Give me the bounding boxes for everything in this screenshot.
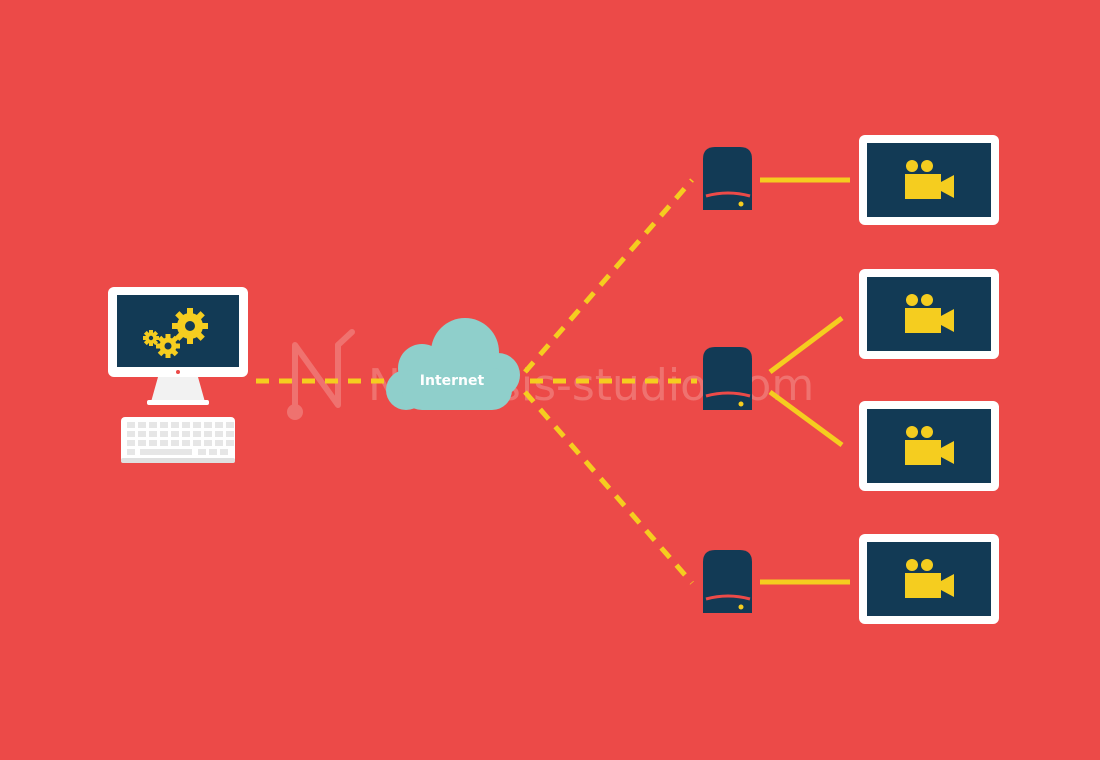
keyboard-key xyxy=(127,440,135,446)
monitor-stand xyxy=(151,377,205,402)
server-icon xyxy=(703,550,752,613)
keyboard-spacebar xyxy=(140,449,192,455)
keyboard-key xyxy=(138,422,146,428)
server-icon xyxy=(703,147,752,210)
keyboard-key xyxy=(198,449,206,455)
keyboard-key xyxy=(204,422,212,428)
cloud-icon: Internet xyxy=(386,318,520,410)
keyboard-key xyxy=(204,440,212,446)
connections xyxy=(256,177,850,585)
keyboard-key xyxy=(127,431,135,437)
keyboard-key xyxy=(149,440,157,446)
keyboard-key xyxy=(138,440,146,446)
gear-icon xyxy=(156,334,180,358)
keyboard-key xyxy=(182,422,190,428)
keyboard-key xyxy=(204,431,212,437)
camera-monitor-4 xyxy=(859,534,999,624)
link-cloud-server-top xyxy=(523,178,694,374)
keyboard-key xyxy=(226,422,234,428)
keyboard-key xyxy=(127,449,135,455)
keyboard-key xyxy=(182,431,190,437)
keyboard-key xyxy=(215,431,223,437)
keyboard-key xyxy=(149,431,157,437)
power-light xyxy=(176,370,180,374)
keyboard-key xyxy=(171,440,179,446)
keyboard-key xyxy=(182,440,190,446)
video-camera-icon xyxy=(905,160,954,199)
keyboard-key xyxy=(220,449,228,455)
keyboard-key xyxy=(193,422,201,428)
keyboard-key xyxy=(171,422,179,428)
keyboard-key xyxy=(138,431,146,437)
camera-monitor-1 xyxy=(859,135,999,225)
link-cloud-server-bottom xyxy=(523,390,694,585)
video-camera-icon xyxy=(905,426,954,465)
watermark-logo-icon xyxy=(287,329,355,420)
keyboard-key xyxy=(160,431,168,437)
keyboard-key xyxy=(226,431,234,437)
server-icon xyxy=(703,347,752,410)
desktop-computer-icon xyxy=(108,287,248,405)
keyboard-icon xyxy=(121,417,235,463)
link-server-middle-camera-3 xyxy=(768,389,844,448)
keyboard-key xyxy=(226,440,234,446)
keyboard-key xyxy=(209,449,217,455)
monitor-base xyxy=(147,400,209,405)
keyboard-key xyxy=(215,422,223,428)
keyboard-keys xyxy=(127,422,234,455)
camera-monitor-3 xyxy=(859,401,999,491)
keyboard-key xyxy=(149,422,157,428)
link-server-middle-camera-2 xyxy=(768,316,844,374)
video-camera-icon xyxy=(905,294,954,333)
keyboard-key xyxy=(193,431,201,437)
keyboard-key xyxy=(215,440,223,446)
keyboard-key xyxy=(127,422,135,428)
cloud-label: Internet xyxy=(420,373,485,389)
video-camera-icon xyxy=(905,559,954,598)
gear-icon xyxy=(172,308,208,344)
keyboard-key xyxy=(160,440,168,446)
camera-monitor-2 xyxy=(859,269,999,359)
keyboard-key xyxy=(193,440,201,446)
keyboard-key xyxy=(171,431,179,437)
keyboard-key xyxy=(160,422,168,428)
gear-icon xyxy=(143,330,159,346)
